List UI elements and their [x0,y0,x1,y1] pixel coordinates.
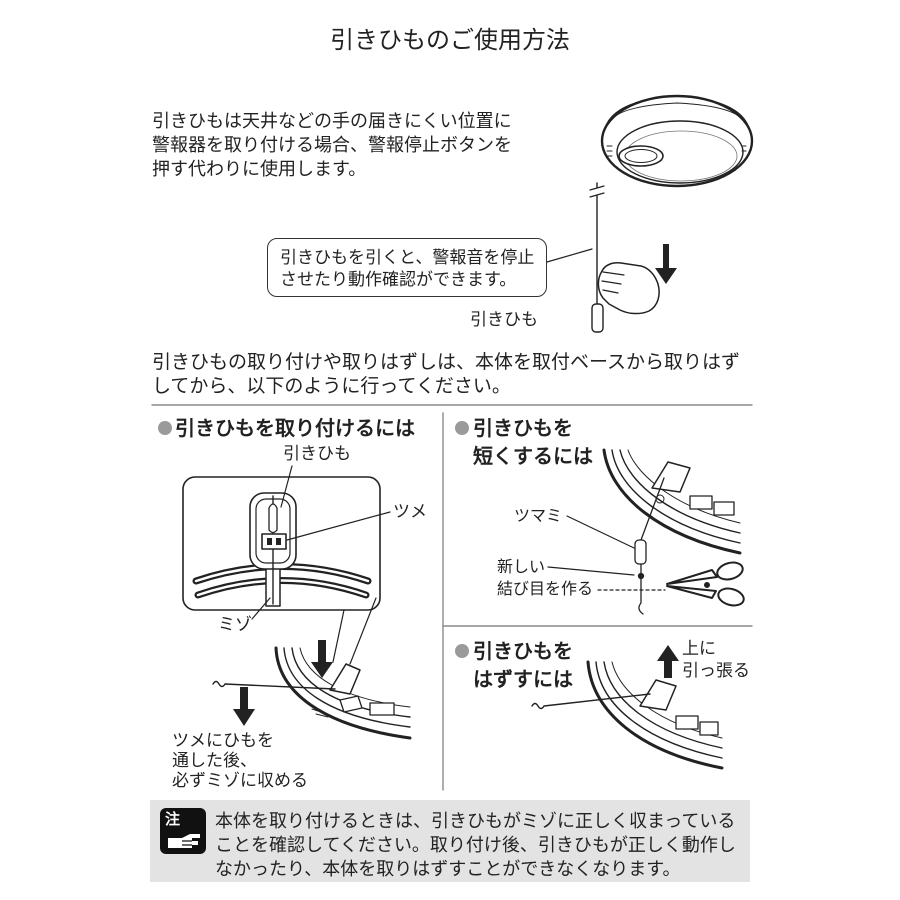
leader-lines [251,465,391,665]
arrow-down-icon [655,244,677,284]
caution-text: 本体を取り付けるときは、引きひもがミゾに正しく収まっている ことを確認してくださ… [215,810,736,882]
caution-line: ことを確認してください。取り付け後、引きひもが正しく動作し [215,835,736,856]
remove-pull-line: 引っ張る [682,661,750,681]
callout-box: 引きひもを引くと、警報音を停止 させたり動作確認ができます。 [267,238,547,297]
shorten-heading-line: 短くするには [473,444,593,468]
attach-note-line: 必ずミゾに収める [172,771,308,791]
attach-note: ツメにひもを 通した後、 必ずミゾに収める [172,731,308,791]
bullet-icon [158,421,172,435]
attach-claw-label: ツメ [393,502,427,522]
attach-note-line: 通した後、 [172,751,257,771]
remove-pull-line: 上に [682,639,716,659]
remove-heading-line: 引きひもを [473,639,573,663]
callout-line: 引きひもを引くと、警報音を停止 [280,248,535,268]
shorten-device-illustration [602,448,742,555]
caution-box: 注 本体を取り付けるときは、引きひもがミゾに正しく収まっている ことを確認してく… [150,800,750,882]
bullet-icon [455,644,469,658]
leader-knob [566,515,635,549]
instructions-line: してから、以下のように行ってください。 [152,375,511,397]
instructions-paragraph: 引きひもの取り付けや取りはずしは、本体を取付ベースから取りはず してから、以下の… [152,350,740,398]
intro-line: 引きひもは天井などの手の届きにくい位置に [152,111,512,132]
pull-cord-remove [531,693,651,710]
bullet-icon [455,421,469,435]
attach-heading: 引きひもを取り付けるには [175,416,415,440]
intro-line: 警報器を取り付ける場合、警報停止ボタンを [152,135,512,156]
intro-paragraph: 引きひもは天井などの手の届きにくい位置に 警報器を取り付ける場合、警報停止ボタン… [152,110,512,182]
hand-pointing-icon [168,834,200,848]
shorten-knot-line: 結び目を作る [497,579,594,598]
attach-groove-label: ミゾ [218,615,252,635]
intro-line: 押す代わりに使用します。 [152,159,367,180]
callout-pointer [546,248,593,263]
shorten-heading-line: 引きひもを [473,416,573,440]
pull-cord-shorten [634,477,665,615]
pull-cord-attach [212,680,336,690]
attach-device-illustration [274,646,412,740]
detector-top-illustration [600,94,754,188]
callout-line: させたり動作確認ができます。 [280,270,517,290]
shorten-knob-label: ツマミ [514,506,563,525]
scissors-icon [666,561,745,607]
shorten-knot-label: 新しい 結び目を作る [497,556,593,600]
remove-heading: 引きひもを はずすには [473,637,573,693]
arrow-up-icon [657,645,679,678]
instructions-line: 引きひもの取り付けや取りはずしは、本体を取付ベースから取りはず [152,351,741,373]
page-title: 引きひものご使用方法 [330,26,570,54]
hand-illustration [597,262,660,315]
attach-detail-inset [182,476,381,611]
shorten-heading: 引きひもを 短くするには [473,414,593,470]
attach-cord-label: 引きひも [283,444,351,464]
caution-hand-icon: 注 [160,808,206,854]
arrow-down-icon [311,640,333,678]
pull-cord-top [589,182,605,333]
remove-device-illustration [586,660,724,770]
shorten-knot-line: 新しい [497,557,546,576]
caution-line: 本体を取り付けるときは、引きひもがミゾに正しく収まっている [215,811,736,832]
arrow-down-icon [233,687,255,726]
remove-heading-line: はずすには [473,667,573,691]
attach-note-line: ツメにひもを [172,731,274,751]
caution-badge-text: 注 [165,810,181,828]
cord-label: 引きひも [470,310,538,330]
leader-knot [547,566,635,576]
remove-pull-label: 上に 引っ張る [682,638,750,682]
caution-line: なかったり、本体を取りはずすことができなくなります。 [215,859,681,880]
